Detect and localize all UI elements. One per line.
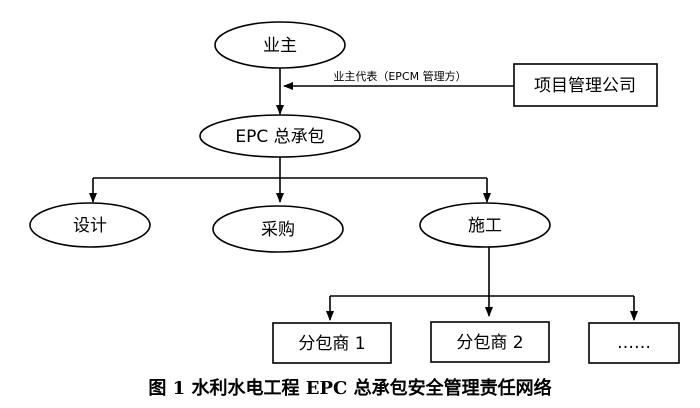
sub2-label: 分包商 2 — [456, 333, 523, 353]
epc-label: EPC 总承包 — [235, 127, 324, 147]
procurement-label: 采购 — [261, 220, 295, 240]
submore-label: …… — [617, 333, 651, 353]
design-node — [29, 202, 151, 248]
sub1-node — [272, 322, 392, 364]
submore-node — [588, 322, 680, 364]
pm-company-label: 项目管理公司 — [534, 76, 636, 96]
construction-label: 施工 — [468, 216, 502, 236]
figure-caption: 图 1 水利水电工程 EPC 总承包安全管理责任网络 — [148, 378, 552, 399]
sub1-label: 分包商 1 — [298, 334, 365, 354]
edge-label: 业主代表（EPCM 管理方） — [333, 69, 466, 83]
design-label: 设计 — [73, 216, 107, 236]
owner-label: 业主 — [263, 36, 297, 56]
pm-company-node — [513, 63, 658, 107]
construction-node — [419, 202, 551, 248]
sub2-node — [430, 321, 550, 363]
procurement-node — [212, 205, 344, 253]
